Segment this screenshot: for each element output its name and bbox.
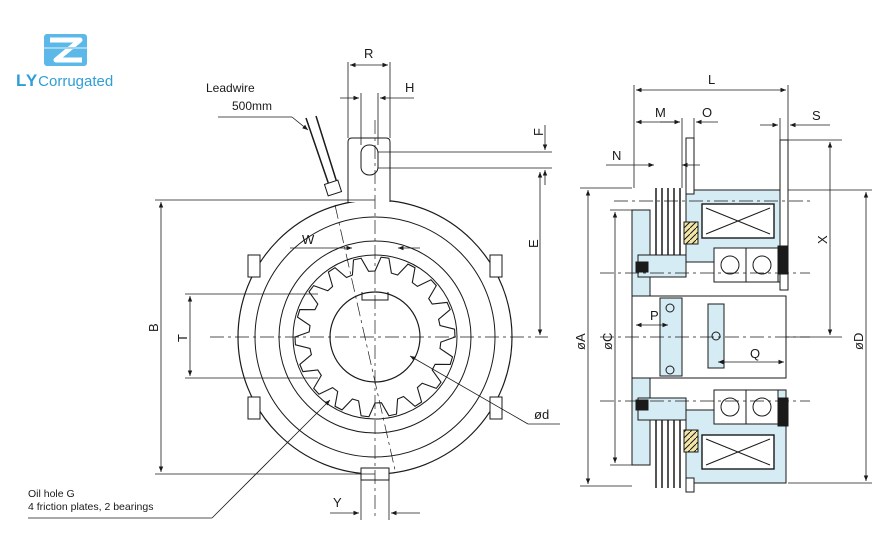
dim-H: H bbox=[405, 80, 414, 95]
bearings-upper bbox=[713, 247, 779, 283]
armature-lower bbox=[685, 477, 695, 493]
leadwire bbox=[305, 115, 339, 189]
side-dimensions bbox=[580, 85, 872, 487]
dim-O: O bbox=[702, 105, 712, 120]
dim-F: F bbox=[531, 128, 546, 136]
armature-upper bbox=[685, 137, 695, 195]
logo-word: Corrugated bbox=[38, 73, 114, 90]
leadwire-label: Leadwire bbox=[206, 81, 255, 95]
dim-d: ød bbox=[534, 407, 549, 422]
mount-plate bbox=[779, 139, 789, 291]
spring-upper bbox=[683, 221, 699, 245]
spec-note: 4 friction plates, 2 bearings bbox=[28, 501, 154, 513]
front-centerlines bbox=[210, 120, 548, 520]
dim-A: øA bbox=[573, 333, 588, 350]
logo-wordmark: LYCorrugated bbox=[16, 71, 113, 91]
dim-T: T bbox=[175, 334, 190, 342]
dim-X: X bbox=[815, 235, 830, 244]
dim-D: øD bbox=[851, 333, 866, 350]
dim-C: øC bbox=[600, 333, 615, 350]
ring-notches bbox=[247, 254, 503, 481]
dim-L: L bbox=[708, 72, 715, 87]
dim-E: E bbox=[526, 239, 541, 248]
friction-plates-lower bbox=[655, 418, 681, 488]
coil-upper bbox=[701, 203, 775, 239]
dim-R: R bbox=[364, 46, 373, 61]
front-dimensions bbox=[28, 62, 560, 520]
leadwire-length: 500mm bbox=[232, 99, 272, 113]
dim-W: W bbox=[302, 232, 315, 247]
side-centerlines bbox=[600, 200, 810, 402]
friction-plates-upper bbox=[655, 188, 681, 255]
labels: Leadwire 500mm R H F E W B T Y ød Oil ho… bbox=[28, 46, 866, 513]
dim-M: M bbox=[655, 105, 666, 120]
dim-Q: Q bbox=[750, 346, 760, 361]
dim-S: S bbox=[812, 108, 821, 123]
dim-B: B bbox=[146, 323, 161, 332]
dim-Y: Y bbox=[333, 495, 342, 510]
mounting-tab bbox=[347, 137, 391, 202]
dim-P: P bbox=[650, 308, 659, 323]
z-fold-logo-icon bbox=[44, 34, 87, 66]
spring-lower bbox=[683, 429, 699, 453]
bearings-lower bbox=[713, 389, 779, 425]
coil-lower bbox=[701, 434, 775, 470]
tab-slot bbox=[360, 144, 379, 176]
oil-hole-label: Oil hole G bbox=[28, 488, 75, 500]
logo-ly: LY bbox=[16, 71, 39, 90]
dim-N: N bbox=[612, 148, 621, 163]
